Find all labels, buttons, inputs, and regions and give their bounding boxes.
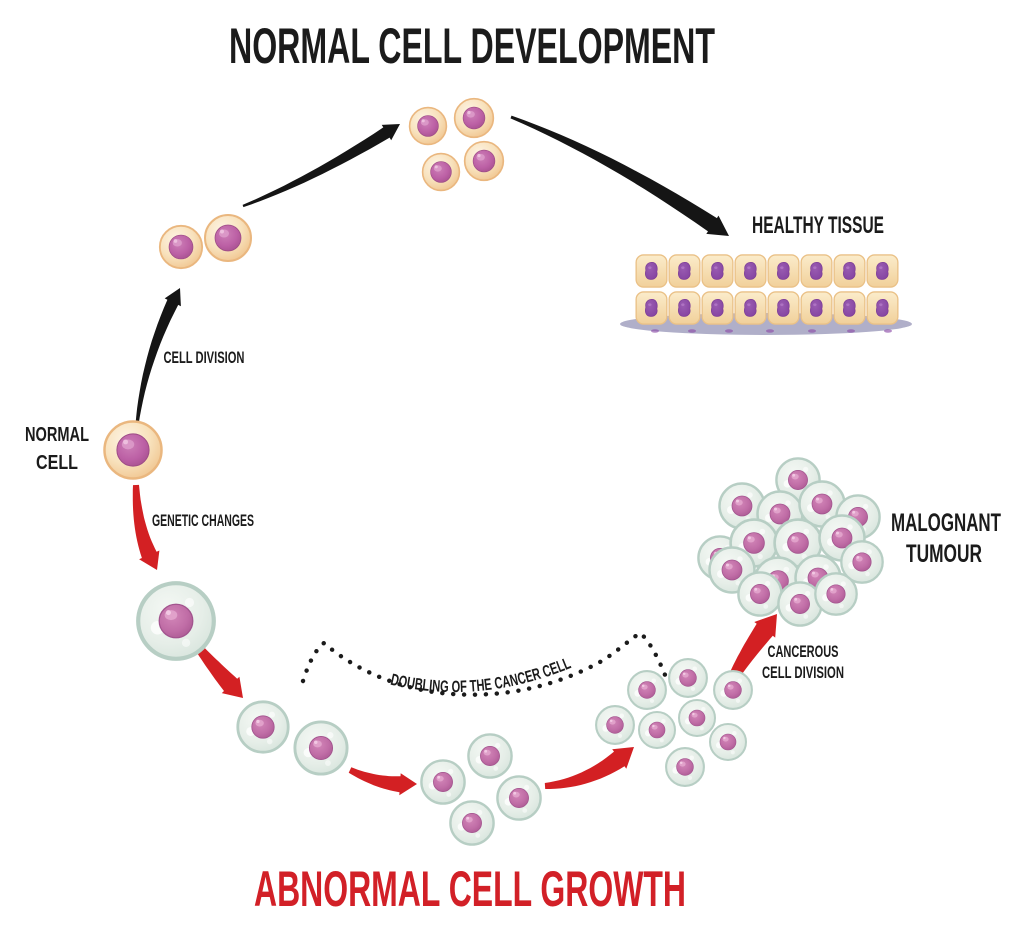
- tissue-cell: [635, 291, 668, 325]
- membrane-speck: [725, 329, 733, 333]
- tissue-cell: [701, 291, 734, 325]
- tissue-cell: [734, 254, 767, 288]
- cancer-cell-octet-cell: [713, 670, 753, 710]
- tissue-cell: [800, 254, 833, 288]
- cancer-2to4-arrow: [348, 767, 417, 796]
- division-2to4-arrow: [242, 124, 400, 208]
- membrane-speck: [847, 329, 855, 333]
- tissue-cell: [800, 291, 833, 325]
- tissue-cell: [668, 291, 701, 325]
- membrane-speck: [766, 329, 774, 333]
- tissue-cell: [635, 254, 668, 288]
- normal-cell-quad-cell: [463, 140, 505, 182]
- cancer-cell: [138, 583, 214, 659]
- normal-cell-label-line2: CELL: [36, 452, 78, 474]
- malignant-tumour-cell: [814, 572, 858, 616]
- membrane-speck: [808, 329, 816, 333]
- cancer-cell-octet-cell: [638, 711, 676, 749]
- labels-layer: NORMAL CELL DEVELOPMENT HEALTHY TISSUE N…: [25, 18, 1001, 917]
- normal-cell-pair: [158, 214, 252, 270]
- healthy-tissue-label: HEALTHY TISSUE: [752, 212, 884, 239]
- cancer-cell-quad-cell: [420, 759, 466, 805]
- cancer-cell-octet-cell: [709, 723, 747, 761]
- cancer-cell-pair: [236, 700, 349, 776]
- cells-layer: [103, 97, 884, 846]
- malignant-tumour-cell: [737, 571, 783, 617]
- cancer-cell-octet-cell: [627, 670, 667, 710]
- tissue-cell: [866, 291, 899, 325]
- doubling-label: DOUBLING OF THE CANCER CELL: [389, 654, 573, 696]
- cancer-cell-octet-cell: [678, 699, 716, 737]
- cancer-cell-octet-cell: [665, 747, 705, 787]
- tissue-cell: [833, 254, 866, 288]
- title-normal-cell-development: NORMAL CELL DEVELOPMENT: [229, 18, 715, 74]
- genetic-changes-label: GENETIC CHANGES: [152, 511, 254, 530]
- cancerous-division-label-line1: CANCEROUS: [768, 643, 839, 661]
- membrane-speck: [884, 329, 892, 333]
- normal-cell-quad-cell: [453, 97, 495, 139]
- cell-division-label: CELL DIVISION: [164, 348, 245, 367]
- cell-division-arrow: [134, 288, 181, 435]
- arrows-layer: [132, 115, 777, 796]
- normal-cell-cell: [103, 420, 163, 480]
- healthy-tissue-block: [620, 254, 912, 335]
- cancer-cell-quad-cell: [496, 775, 542, 821]
- cancer-cell-quad: [420, 733, 542, 846]
- to-healthy-tissue-arrow: [510, 115, 729, 236]
- tissue-cell: [767, 291, 800, 325]
- membrane-speck: [688, 329, 696, 333]
- title-abnormal-cell-growth: ABNORMAL CELL GROWTH: [254, 861, 686, 917]
- cancer-cell-octet-cell: [668, 658, 708, 698]
- malignant-tumour-label-line2: TUMOUR: [906, 540, 982, 568]
- tissue-cell: [734, 291, 767, 325]
- normal-cell-pair-cell: [158, 224, 204, 270]
- tissue-cell: [701, 254, 734, 288]
- normal-cell: [103, 420, 163, 480]
- genetic-changes-arrow: [132, 484, 160, 570]
- tissue-cell: [866, 254, 899, 288]
- cancer-cell-quad-cell: [449, 800, 495, 846]
- doubling-dotted-arc: [300, 630, 670, 697]
- normal-cell-pair-cell: [204, 214, 252, 262]
- normal-cell-quad-cell: [408, 106, 448, 146]
- cancerous-division-label-line2: CELL DIVISION: [762, 664, 844, 682]
- cancer-cell-quad-cell: [467, 733, 513, 779]
- malignant-tumour: [697, 457, 884, 627]
- tissue-cell: [767, 254, 800, 288]
- cancer-cell-pair-cell: [293, 720, 349, 776]
- cancer-1to2-arrow: [192, 640, 243, 698]
- cancer-4to8-arrow: [544, 747, 634, 789]
- normal-cell-label-line1: NORMAL: [25, 424, 89, 446]
- cancer-cell-pair-cell: [236, 700, 290, 754]
- tissue-cell: [833, 291, 866, 325]
- normal-cell-quad: [408, 97, 505, 192]
- malignant-tumour-label-line1: MALOGNANT: [891, 509, 1001, 537]
- tissue-cell: [668, 254, 701, 288]
- membrane-speck: [651, 329, 659, 333]
- normal-cell-quad-cell: [421, 152, 461, 192]
- cancer-cell-octet-cell: [595, 705, 635, 745]
- cancer-cell-cell: [138, 583, 214, 659]
